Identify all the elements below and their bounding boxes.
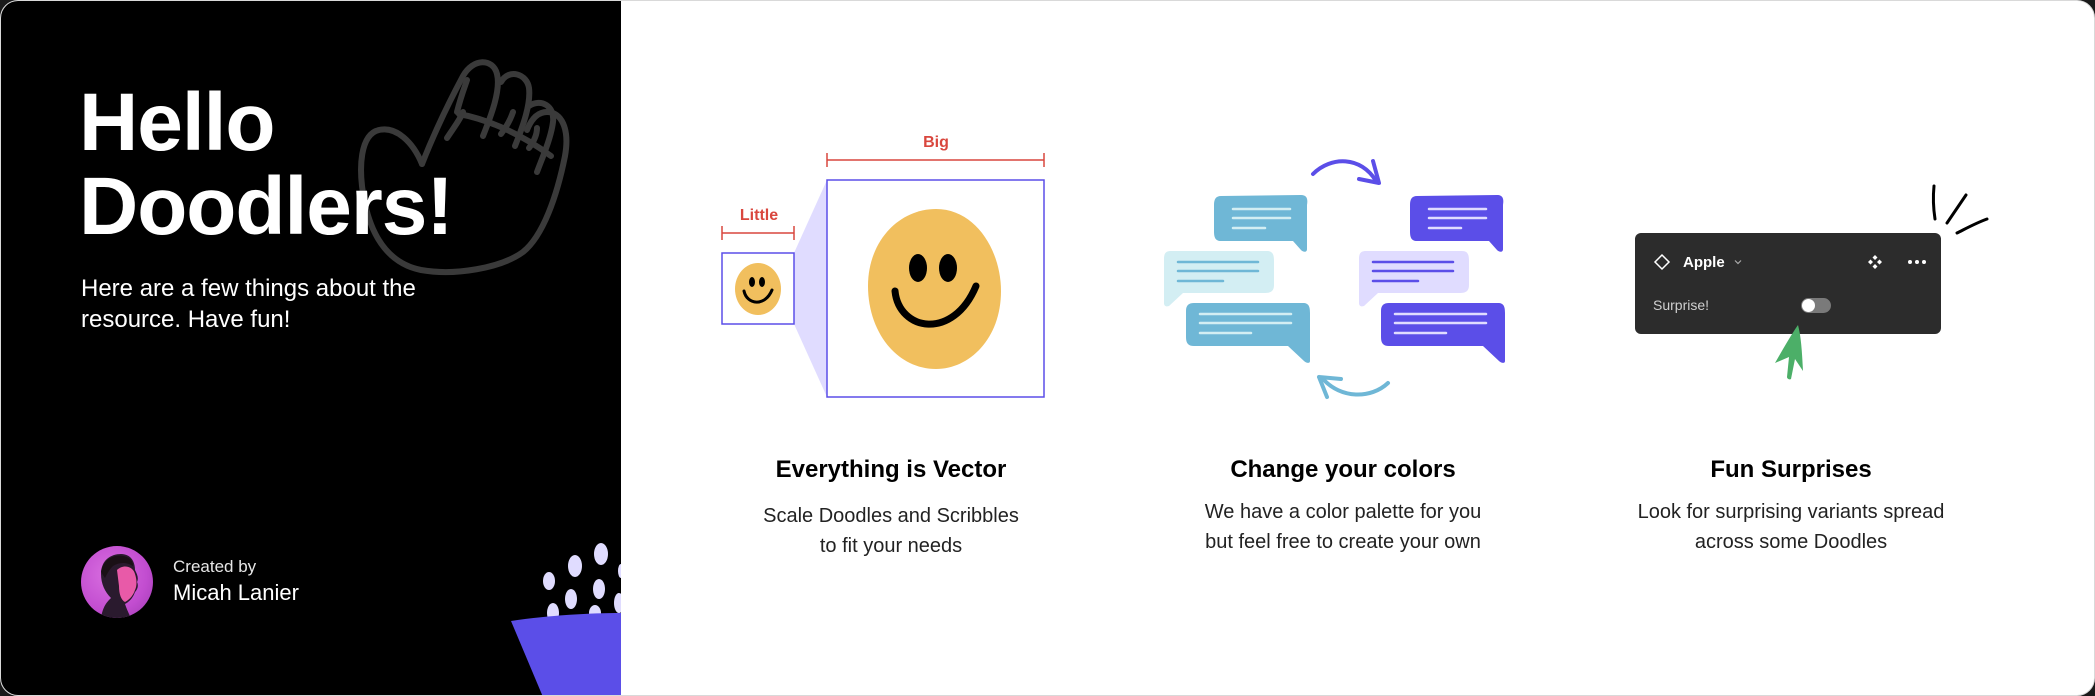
chat-bubble-purple-bottom (1381, 303, 1505, 363)
feature-description: Scale Doodles and Scribbles to fit your … (701, 501, 1081, 561)
feature-title: Change your colors (1230, 456, 1456, 483)
big-label: Big (923, 134, 949, 151)
burst-lines-icon (1931, 184, 1989, 235)
hero-panel: Hello Doodlers! Here are a few things ab… (1, 1, 621, 695)
arrow-counterclockwise-icon (1317, 375, 1390, 399)
title-line-2: Doodlers! (79, 161, 454, 252)
creator-label: Created by (173, 557, 257, 576)
avatar (81, 546, 153, 618)
feature-title: Fun Surprises (1710, 456, 1872, 483)
cursor-arrow-icon (1775, 325, 1803, 380)
feature-description-line-2: across some Doodles (1694, 531, 1888, 553)
surprise-property-label: Surprise! (1653, 297, 1710, 313)
feature-description-line-1: Look for surprising variants spread (1637, 501, 1945, 523)
small-smiley-icon (735, 263, 781, 315)
feature-fun-surprises: Fun Surprises Look for surprising varian… (1591, 1, 1991, 695)
feature-description-line-2: but feel free to create your own (1205, 531, 1481, 553)
chat-bubble-blue-bottom (1186, 303, 1310, 363)
component-properties-panel: Apple Surprise! (1635, 233, 1941, 334)
hero-subtitle: Here are a few things about the resource… (81, 275, 416, 333)
feature-description: Look for surprising variants spread acro… (1591, 497, 1991, 557)
chat-bubble-blue-top (1214, 195, 1308, 252)
feature-description-line-1: Scale Doodles and Scribbles (763, 505, 1019, 527)
feature-description-line-2: to fit your needs (819, 535, 963, 557)
waving-hand-icon (358, 59, 570, 275)
component-name: Apple (1683, 253, 1725, 271)
feature-title: Everything is Vector (775, 456, 1007, 483)
vector-scale-illustration: Big Little (721, 134, 1045, 398)
title-line-1: Hello (79, 77, 275, 168)
big-smiley-icon (868, 209, 1001, 369)
arrow-clockwise-icon (1311, 159, 1381, 185)
chat-bubble-light-teal (1164, 251, 1274, 307)
feature-everything-is-vector: Everything is Vector Scale Doodles and S… (701, 1, 1081, 695)
go-to-main-component-icon[interactable] (1867, 254, 1883, 270)
feature-description: We have a color palette for you but feel… (1151, 497, 1535, 557)
feature-change-your-colors: Change your colors We have a color palet… (1151, 1, 1535, 695)
component-instance-icon (1653, 253, 1671, 271)
feature-description-line-1: We have a color palette for you (1204, 501, 1482, 523)
confetti-cup-icon (511, 543, 621, 695)
little-label: Little (740, 207, 778, 224)
more-options-icon[interactable] (1907, 259, 1927, 265)
chat-bubble-lavender (1359, 251, 1469, 307)
toggle-knob (1802, 298, 1815, 312)
creator-portrait-icon (101, 554, 138, 618)
color-swap-illustration (1164, 159, 1505, 399)
page-title: Hello Doodlers! (79, 77, 454, 252)
chevron-down-icon[interactable] (1733, 257, 1743, 267)
chat-bubble-purple-top (1410, 195, 1504, 252)
creator-name: Micah Lanier (173, 580, 299, 605)
surprise-toggle[interactable] (1801, 297, 1831, 313)
creator-credit: Created by Micah Lanier (81, 546, 299, 618)
